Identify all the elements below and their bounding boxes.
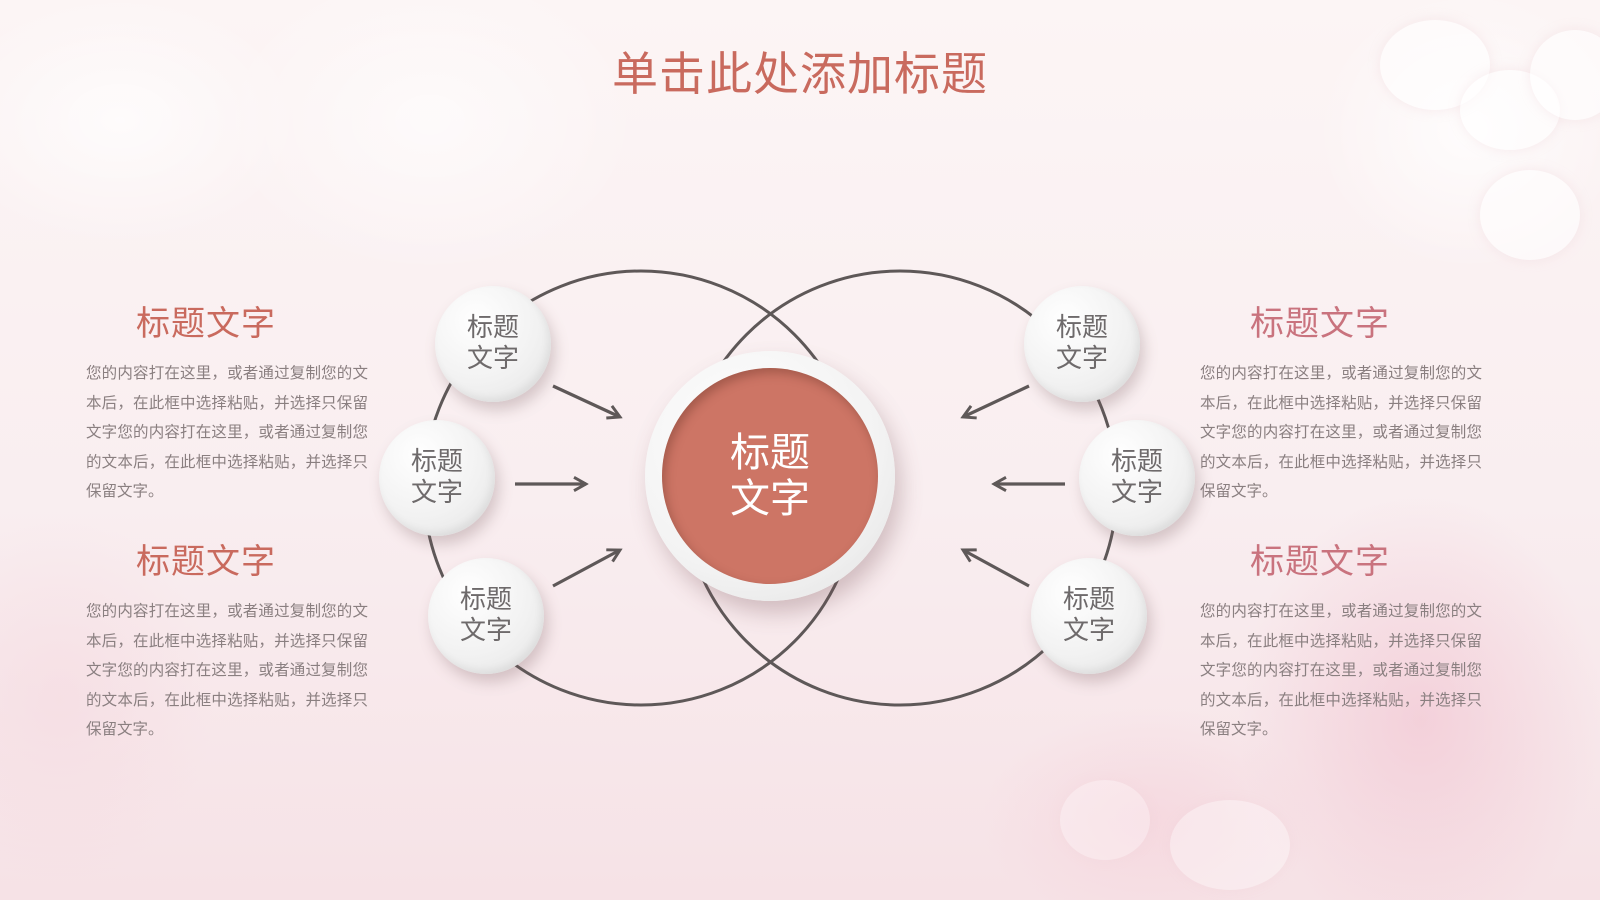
- right-node-2[interactable]: 标题 文字: [1079, 420, 1195, 536]
- right-node-3[interactable]: 标题 文字: [1031, 558, 1147, 674]
- left-node-3[interactable]: 标题 文字: [428, 558, 544, 674]
- node-line1: 标题: [466, 313, 519, 343]
- node-line2: 文字: [466, 344, 519, 374]
- node-line1: 标题: [459, 585, 512, 615]
- slide-title[interactable]: 单击此处添加标题: [612, 47, 988, 101]
- node-line1: 标题: [1110, 447, 1163, 477]
- node-line2: 文字: [1110, 478, 1163, 508]
- left-node-1[interactable]: 标题 文字: [435, 286, 551, 402]
- arrow-right-up-icon: [552, 550, 620, 588]
- left-text-block-2: 标题文字 您的内容打在这里，或者通过复制您的文本后，在此框中选择粘贴，并选择只保…: [86, 534, 386, 745]
- center-node[interactable]: 标题 文字: [662, 368, 878, 584]
- left-node-2[interactable]: 标题 文字: [379, 420, 495, 536]
- node-line1: 标题: [410, 447, 463, 477]
- block-body: 您的内容打在这里，或者通过复制您的文本后，在此框中选择粘贴，并选择只保留文字您的…: [86, 602, 368, 738]
- center-node-line1: 标题: [730, 430, 810, 476]
- block-heading: 标题文字: [136, 304, 276, 344]
- center-node-line2: 文字: [730, 476, 810, 522]
- node-line1: 标题: [1055, 313, 1108, 343]
- block-heading: 标题文字: [136, 542, 276, 582]
- right-text-block-1: 标题文字 您的内容打在这里，或者通过复制您的文本后，在此框中选择粘贴，并选择只保…: [1200, 296, 1500, 507]
- petal-decoration: [1170, 800, 1290, 890]
- node-line2: 文字: [1055, 344, 1108, 374]
- block-body: 您的内容打在这里，或者通过复制您的文本后，在此框中选择粘贴，并选择只保留文字您的…: [1200, 602, 1482, 738]
- petal-decoration: [1530, 30, 1600, 120]
- node-line1: 标题: [1062, 585, 1115, 615]
- block-heading: 标题文字: [1250, 542, 1390, 582]
- node-line2: 文字: [459, 616, 512, 646]
- left-text-block-1: 标题文字 您的内容打在这里，或者通过复制您的文本后，在此框中选择粘贴，并选择只保…: [86, 296, 386, 507]
- arrow-left-up-icon: [963, 550, 1030, 588]
- block-heading: 标题文字: [1250, 304, 1390, 344]
- arrow-right-down-icon: [552, 384, 620, 417]
- node-line2: 文字: [410, 478, 463, 508]
- arrow-left-down-icon: [963, 384, 1030, 417]
- block-body: 您的内容打在这里，或者通过复制您的文本后，在此框中选择粘贴，并选择只保留文字您的…: [1200, 364, 1482, 500]
- block-body: 您的内容打在这里，或者通过复制您的文本后，在此框中选择粘贴，并选择只保留文字您的…: [86, 364, 368, 500]
- node-line2: 文字: [1062, 616, 1115, 646]
- petal-decoration: [1480, 170, 1580, 260]
- petal-decoration: [1060, 780, 1150, 860]
- right-node-1[interactable]: 标题 文字: [1024, 286, 1140, 402]
- right-text-block-2: 标题文字 您的内容打在这里，或者通过复制您的文本后，在此框中选择粘贴，并选择只保…: [1200, 534, 1500, 745]
